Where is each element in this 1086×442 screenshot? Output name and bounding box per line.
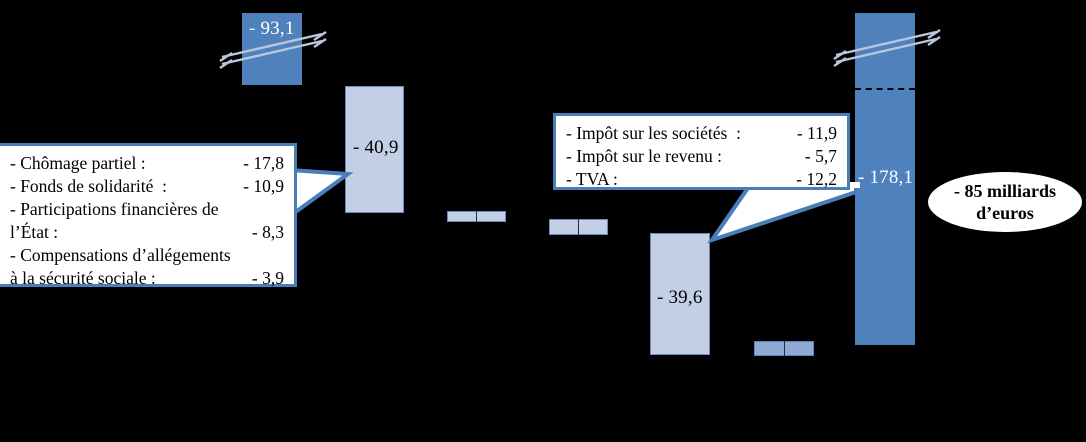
callout-left-row-1-text: - Chômage partiel :	[10, 153, 146, 173]
callout-right: - Impôt sur les sociétés : - 11,9 - Impô…	[553, 113, 850, 190]
bar-178-1-label: - 178,1	[858, 167, 914, 188]
callout-left-row-6-text: à la sécurité sociale :	[10, 268, 156, 289]
callout-right-row-3-text: - TVA :	[566, 169, 618, 190]
callout-left-row-2: - Fonds de solidarité : - 10,9	[10, 175, 284, 198]
bar-small-3-tick	[784, 341, 785, 356]
callout-right-row-3: - TVA : - 12,2	[566, 168, 837, 191]
bar-40-9	[345, 86, 404, 213]
bar-39-6	[650, 233, 710, 355]
callout-left-row-6-value: - 3,9	[251, 268, 284, 289]
callout-left: - Chômage partiel : - 17,8 - Fonds de so…	[0, 143, 297, 288]
callout-left-row-1: - Chômage partiel : - 17,8	[10, 152, 284, 175]
bar-40-9-label: - 40,9	[353, 137, 399, 158]
callout-left-line-3: - Participations financières de	[10, 199, 219, 220]
total-callout-text: - 85 milliards d’euros	[954, 180, 1056, 225]
total-callout-line-2: d’euros	[976, 203, 1034, 223]
bar-39-6-label: - 39,6	[657, 287, 703, 308]
callout-left-row-4-text: l’État :	[10, 222, 59, 243]
reference-dashed-line	[855, 88, 915, 90]
total-callout-line-1: - 85 milliards	[954, 180, 1056, 201]
callout-left-row-4: l’État : - 8,3	[10, 221, 284, 244]
callout-left-line-5: - Compensations d’allégements	[10, 245, 231, 266]
bar-small-1-tick	[476, 211, 477, 222]
callout-right-row-1: - Impôt sur les sociétés : - 11,9	[566, 122, 837, 145]
callout-left-lines: - Chômage partiel : - 17,8 - Fonds de so…	[0, 146, 294, 295]
callout-right-row-2: - Impôt sur le revenu : - 5,7	[566, 145, 837, 168]
bar-93-1-label: - 93,1	[249, 18, 295, 39]
callout-right-row-1-value: - 11,9	[796, 123, 837, 143]
callout-left-row-2-value: - 10,9	[243, 176, 284, 197]
callout-left-row-1-value: - 17,8	[243, 153, 284, 173]
callout-right-row-2-text: - Impôt sur le revenu :	[566, 146, 722, 167]
callout-left-row-4-value: - 8,3	[251, 222, 284, 243]
total-callout-oval: - 85 milliards d’euros	[928, 172, 1082, 232]
callout-right-lines: - Impôt sur les sociétés : - 11,9 - Impô…	[556, 116, 847, 195]
callout-left-row-2-text: - Fonds de solidarité :	[10, 176, 167, 197]
callout-right-row-1-text: - Impôt sur les sociétés :	[566, 123, 741, 143]
callout-right-row-3-value: - 12,2	[796, 169, 837, 190]
bar-small-2-tick	[578, 219, 579, 235]
callout-left-row-6: à la sécurité sociale : - 3,9	[10, 267, 284, 290]
callout-right-row-2-value: - 5,7	[804, 146, 837, 167]
bar-178-1	[855, 13, 915, 345]
